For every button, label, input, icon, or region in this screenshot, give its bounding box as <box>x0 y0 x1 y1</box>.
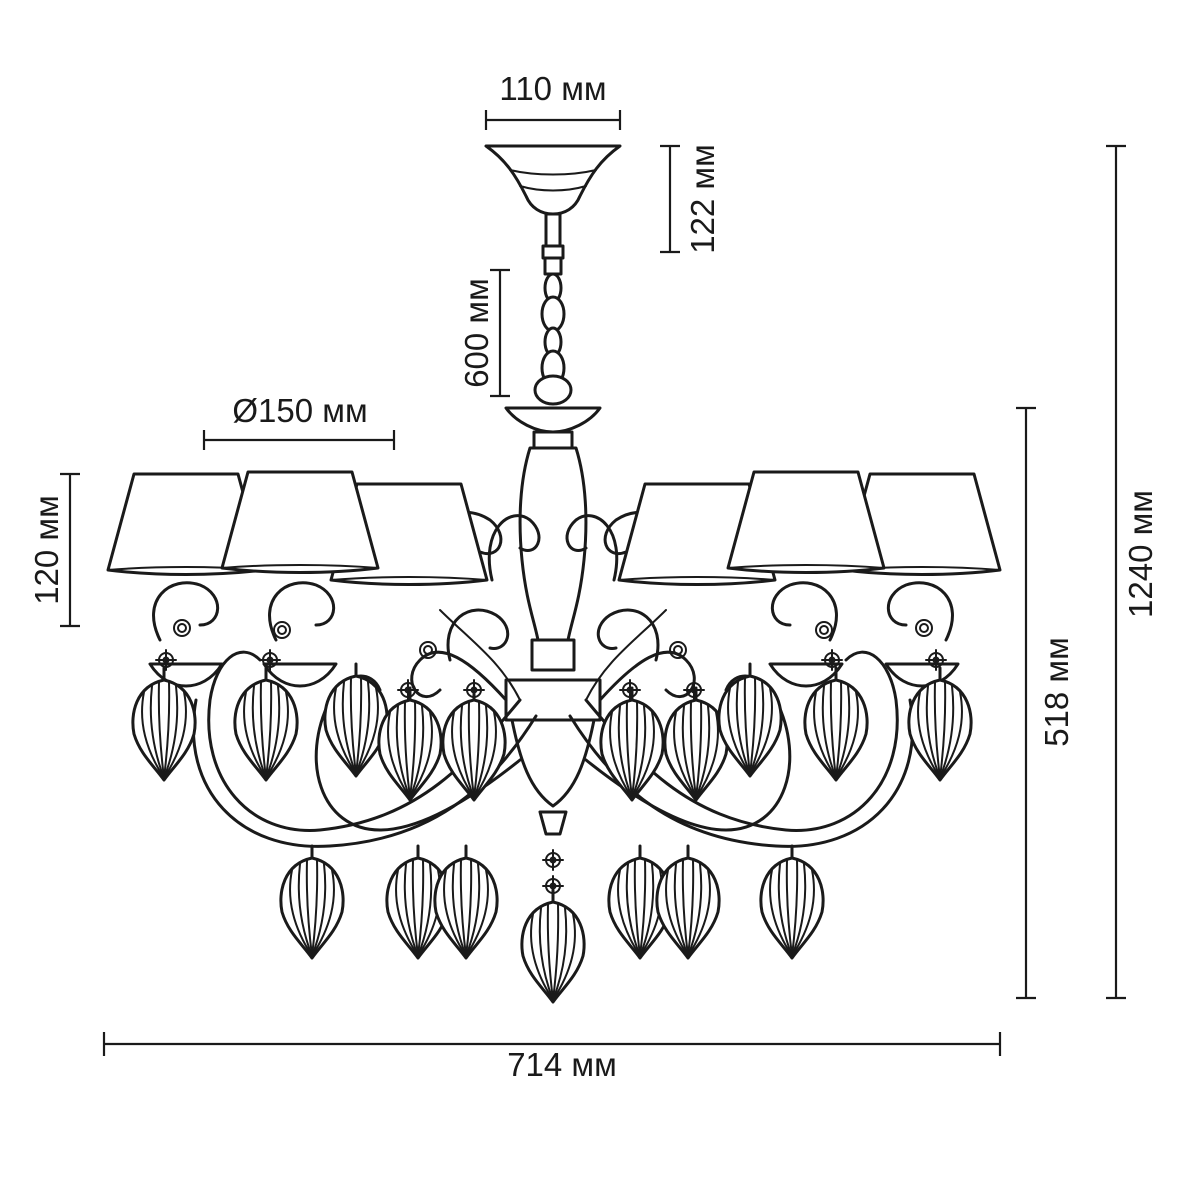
flower-ornament-icon <box>683 679 705 701</box>
canopy-height-label: 122 мм <box>684 144 721 254</box>
canopy-width-label: 110 мм <box>499 70 606 107</box>
candle-cups <box>148 662 960 688</box>
dimension-lines <box>60 110 1126 1056</box>
glass-pendant-drop-icon <box>441 686 507 802</box>
scroll-curl-icon <box>173 619 191 637</box>
ceiling-canopy <box>484 144 622 276</box>
chain <box>533 272 573 406</box>
lamp-shade-front-left <box>220 470 380 574</box>
flower-ornament-icon <box>619 679 641 701</box>
flower-ornament-icon <box>397 679 419 701</box>
stem-ring <box>530 638 576 672</box>
glass-pendant-drop-icon <box>377 686 443 802</box>
scroll-curl-icon <box>815 621 833 639</box>
scroll-curl-icon <box>915 619 933 637</box>
shade-diameter-label: Ø150 мм <box>232 392 367 429</box>
lower-bowl <box>510 718 596 808</box>
chain-length-label: 600 мм <box>458 278 495 388</box>
chandelier-illustration <box>106 144 1002 1004</box>
top-collar <box>532 430 574 450</box>
glass-pendant-drop-icon <box>717 662 783 778</box>
glass-pendant-drop-icon <box>663 686 729 802</box>
glass-pendant-drop-icon <box>655 844 721 960</box>
glass-pendant-drop-icon <box>323 662 389 778</box>
glass-pendant-drop-icon <box>599 686 665 802</box>
total-width-label: 714 мм <box>507 1046 617 1083</box>
shade-height-label: 120 мм <box>28 495 65 605</box>
bottom-finial <box>538 810 568 836</box>
glass-pendant-drop-icon <box>433 844 499 960</box>
scroll-curl-icon <box>273 621 291 639</box>
glass-pendant-drop-icon <box>759 844 825 960</box>
total-height-label: 1240 мм <box>1122 490 1159 618</box>
flower-ornament-icon <box>542 849 564 871</box>
glass-pendant-drop-icon <box>279 844 345 960</box>
top-cup <box>504 406 602 434</box>
body-height-label: 518 мм <box>1038 637 1075 747</box>
lamp-shade-front-right <box>726 470 886 574</box>
glass-pendant-drop-icon <box>520 888 586 1004</box>
central-stem <box>518 446 588 642</box>
